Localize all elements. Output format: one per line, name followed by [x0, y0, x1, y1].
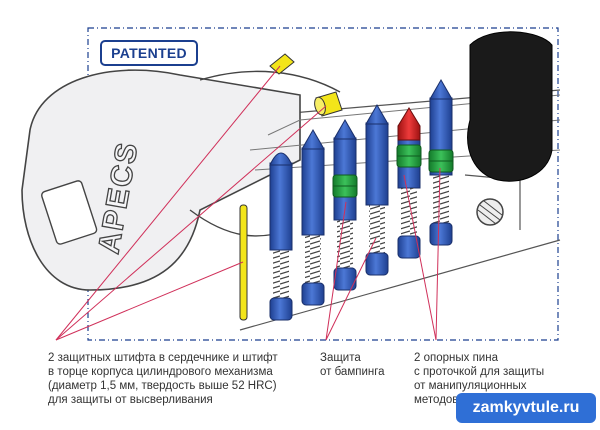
caption-line: с проточкой для защиты [414, 366, 545, 378]
spring-cap [397, 235, 421, 259]
caption-line: 2 защитных штифта в сердечнике и штифт [48, 352, 278, 364]
caption-line: Защита [320, 352, 361, 364]
caption-line: в торце корпуса цилиндрового механизма [48, 366, 273, 378]
pin-stack [396, 107, 422, 259]
driver-pin [301, 147, 325, 236]
spring-cap [365, 252, 389, 276]
pin-tip [301, 129, 325, 150]
caption-bumping: Защита от бампинга [320, 351, 385, 379]
watermark-site[interactable]: zamkyvtule.ru [456, 393, 596, 423]
leader-lines [55, 65, 441, 341]
caption-anti-drill: 2 защитных штифта в сердечнике и штифт в… [48, 351, 278, 407]
caption-line: (диаметр 1,5 мм, твердость выше 52 HRC) [48, 380, 277, 392]
pin-tip [365, 104, 389, 125]
pin-spring [305, 235, 321, 283]
anti-drill-pin-top [314, 91, 343, 117]
caption-line: от бампинга [320, 366, 385, 378]
driver-pin [365, 122, 389, 206]
patented-badge: PATENTED [100, 40, 198, 66]
caption-line: 2 опорных пина [414, 352, 498, 364]
spring-cap [333, 267, 357, 291]
pin-spring [337, 220, 353, 268]
cam-lever [467, 31, 553, 182]
spring-cap [301, 282, 325, 306]
anti-drill-pins [239, 53, 343, 321]
driver-pin [269, 162, 293, 251]
pin-stack [269, 152, 293, 321]
pin-stack [428, 79, 454, 246]
spring-cap [269, 297, 293, 321]
anti-drill-pin-face [269, 53, 295, 75]
pin-spring [273, 250, 289, 298]
caption-line: для защиты от высверливания [48, 394, 213, 406]
pin-tip [269, 152, 293, 166]
pin-stack [332, 119, 358, 291]
pin-stack [365, 104, 389, 276]
pin-tip [429, 79, 453, 100]
pin-spring [369, 205, 385, 253]
pin-spring [433, 175, 449, 223]
red-key-pin-tip [397, 107, 421, 141]
pin-tip [333, 119, 357, 140]
pin-stack-group [269, 79, 454, 321]
pin-stack [301, 129, 325, 306]
spring-cap [429, 222, 453, 246]
anti-drill-pin-core [239, 204, 248, 321]
caption-line: от манипуляционных [414, 380, 527, 392]
